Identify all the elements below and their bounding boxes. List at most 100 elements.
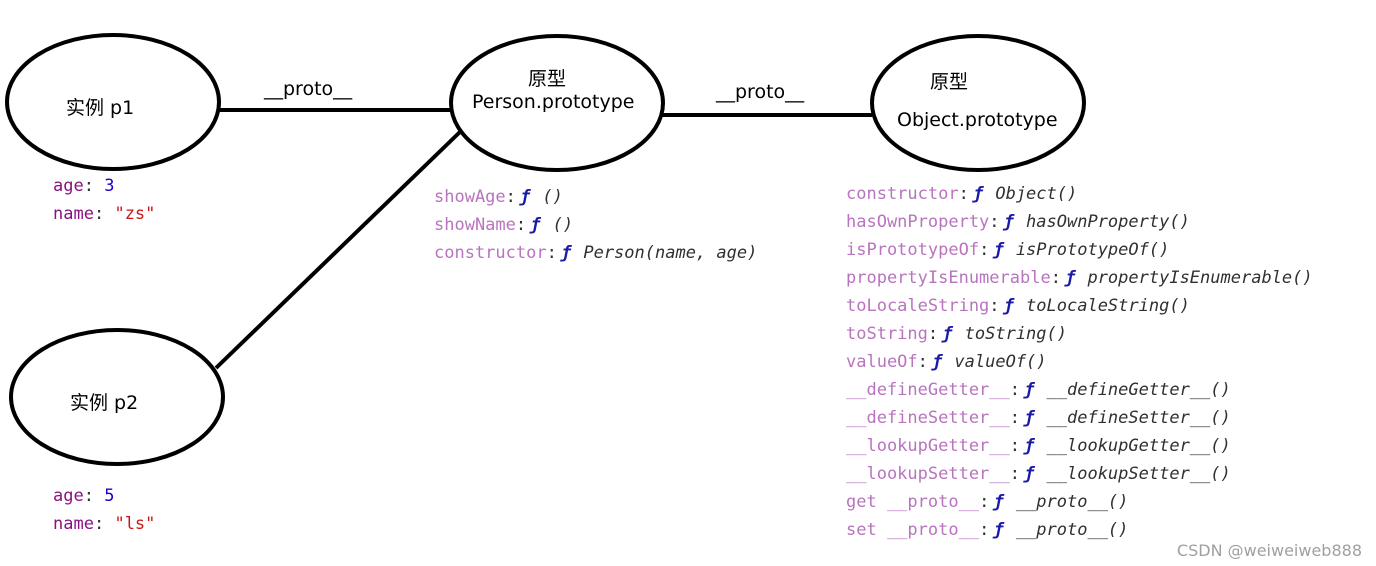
function-symbol-icon: ƒ [993,520,1004,540]
property-row: age: 5 [53,482,155,510]
function-symbol-icon: ƒ [1003,296,1014,316]
property-row: constructor:ƒ Object() [846,180,1313,208]
function-signature: () [542,187,563,207]
property-value: "zs" [114,204,156,224]
function-signature: isPrototypeOf() [1015,240,1170,260]
property-key: showName [434,215,516,235]
property-row: __defineSetter__:ƒ __defineSetter__() [846,404,1313,432]
property-key: age [53,176,84,196]
function-signature: propertyIsEnumerable() [1087,268,1313,288]
function-symbol-icon: ƒ [993,240,1004,260]
instance-p1-label: 实例 p1 [66,97,135,119]
property-key: set __proto__ [846,520,980,540]
property-row: __lookupGetter__:ƒ __lookupGetter__() [846,432,1313,460]
property-key: age [53,486,84,506]
property-colon: : [1050,268,1061,288]
function-symbol-icon: ƒ [972,184,984,204]
function-symbol-icon: ƒ [530,215,541,235]
property-key: __lookupSetter__ [846,464,1010,484]
property-row: name: "zs" [53,200,155,228]
property-row: constructor:ƒ Person(name, age) [434,239,757,267]
property-colon: : [1009,464,1021,484]
property-colon: : [93,514,105,534]
property-colon: : [546,243,557,263]
function-symbol-icon: ƒ [519,187,531,207]
property-row: hasOwnProperty:ƒ hasOwnProperty() [846,208,1313,236]
property-key: get __proto__ [846,492,980,512]
property-key: constructor [846,184,959,204]
function-signature: __proto__() [1015,520,1129,540]
property-colon: : [1009,408,1021,428]
property-colon: : [979,520,990,540]
property-row: age: 3 [53,172,155,200]
property-colon: : [917,352,928,372]
edge-label-p1-proto: __proto__ [264,78,353,100]
property-row: isPrototypeOf:ƒ isPrototypeOf() [846,236,1313,264]
watermark: CSDN @weiweiweb888 [1176,541,1362,560]
function-signature: __lookupGetter__() [1046,436,1231,456]
property-colon: : [83,176,94,196]
property-key: toLocaleString [846,296,990,316]
function-symbol-icon: ƒ [1024,408,1035,428]
property-row: set __proto__:ƒ __proto__() [846,516,1313,544]
property-colon: : [505,187,516,207]
function-symbol-icon: ƒ [1003,212,1014,232]
function-signature: __defineGetter__() [1046,380,1231,400]
edge-p2-to-person [214,128,464,370]
function-signature: toString() [964,324,1067,344]
property-colon: : [927,324,939,344]
property-row: valueOf:ƒ valueOf() [846,348,1313,376]
property-colon: : [1009,380,1021,400]
property-row: toLocaleString:ƒ toLocaleString() [846,292,1313,320]
property-colon: : [989,296,1000,316]
function-symbol-icon: ƒ [1064,268,1076,288]
function-signature: Person(name, age) [583,243,758,263]
function-signature: Object() [995,184,1078,204]
property-key: showAge [434,187,506,207]
property-colon: : [515,215,527,235]
property-colon: : [83,486,94,506]
function-signature: __lookupSetter__() [1046,464,1231,484]
function-symbol-icon: ƒ [1024,436,1035,456]
function-signature: toLocaleString() [1026,296,1190,316]
property-colon: : [1009,436,1021,456]
function-symbol-icon: ƒ [931,352,943,372]
property-colon: : [979,240,990,260]
property-value: 3 [104,176,115,196]
function-symbol-icon: ƒ [942,324,953,344]
person-prototype-label: Person.prototype [472,91,635,113]
property-key: isPrototypeOf [846,240,980,260]
node-object-prototype [870,34,1086,172]
property-row: get __proto__:ƒ __proto__() [846,488,1313,516]
function-signature: __defineSetter__() [1046,408,1231,428]
node-person-prototype [449,34,665,172]
function-symbol-icon: ƒ [1024,464,1035,484]
property-colon: : [93,204,105,224]
person-prototype-title: 原型 [528,68,567,90]
node-instance-p2 [9,328,225,466]
property-key: __lookupGetter__ [846,436,1010,456]
property-colon: : [979,492,990,512]
property-colon: : [958,184,969,204]
object-prototype-properties: constructor:ƒ Object()hasOwnProperty:ƒ h… [846,180,1313,544]
property-key: valueOf [846,352,918,372]
property-row: __lookupSetter__:ƒ __lookupSetter__() [846,460,1313,488]
property-key: __defineGetter__ [846,380,1010,400]
person-prototype-properties: showAge:ƒ ()showName:ƒ ()constructor:ƒ P… [434,183,757,267]
object-prototype-label: Object.prototype [897,109,1058,131]
property-key: propertyIsEnumerable [846,268,1051,288]
property-row: __defineGetter__:ƒ __defineGetter__() [846,376,1313,404]
property-key: name [53,204,94,224]
function-signature: __proto__() [1015,492,1129,512]
property-key: constructor [434,243,547,263]
property-colon: : [989,212,1000,232]
property-key: hasOwnProperty [846,212,990,232]
property-value: "ls" [114,514,156,534]
property-row: toString:ƒ toString() [846,320,1313,348]
property-row: showName:ƒ () [434,211,757,239]
property-row: name: "ls" [53,510,155,538]
property-row: showAge:ƒ () [434,183,757,211]
